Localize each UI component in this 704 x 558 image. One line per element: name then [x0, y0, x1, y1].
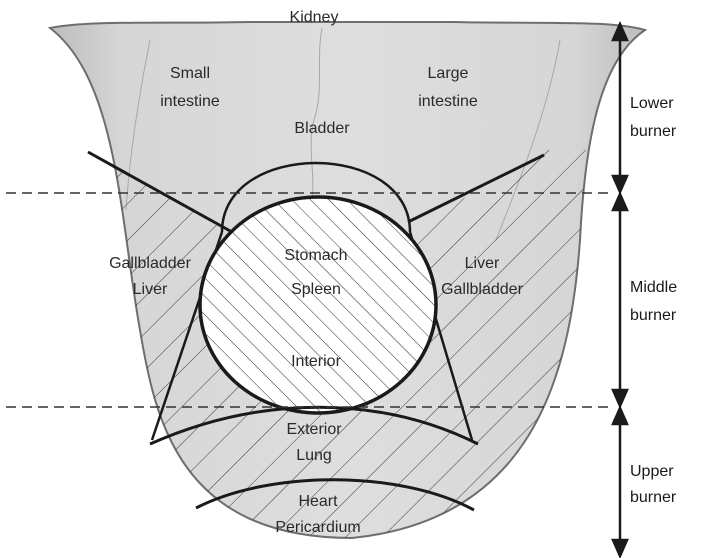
large-intestine-label-2: intestine	[418, 93, 478, 110]
spleen-label: Spleen	[291, 281, 341, 298]
exterior-label: Exterior	[286, 421, 342, 438]
upper-burner-label-1: Upper	[630, 463, 674, 480]
lower-burner-label-1: Lower	[630, 95, 674, 112]
kidney-label: Kidney	[290, 9, 339, 26]
bladder-label: Bladder	[294, 120, 350, 137]
right-mid-label-1: Liver	[465, 255, 500, 272]
left-mid-label-2: Liver	[133, 281, 168, 298]
small-intestine-label-1: Small	[170, 65, 210, 82]
small-intestine-label-2: intestine	[160, 93, 220, 110]
large-intestine-label-1: Large	[428, 65, 469, 82]
burner-arrows	[613, 24, 627, 556]
right-mid-label-2: Gallbladder	[441, 281, 524, 298]
lower-burner-label-2: burner	[630, 123, 677, 140]
lung-label: Lung	[296, 447, 332, 464]
pericardium-label: Pericardium	[275, 519, 360, 536]
stomach-label: Stomach	[284, 247, 347, 264]
middle-burner-label-1: Middle	[630, 279, 677, 296]
heart-label: Heart	[298, 493, 338, 510]
left-mid-label-1: Gallbladder	[109, 255, 192, 272]
middle-burner-label-2: burner	[630, 307, 677, 324]
upper-burner-label-2: burner	[630, 489, 677, 506]
interior-label: Interior	[291, 353, 341, 370]
